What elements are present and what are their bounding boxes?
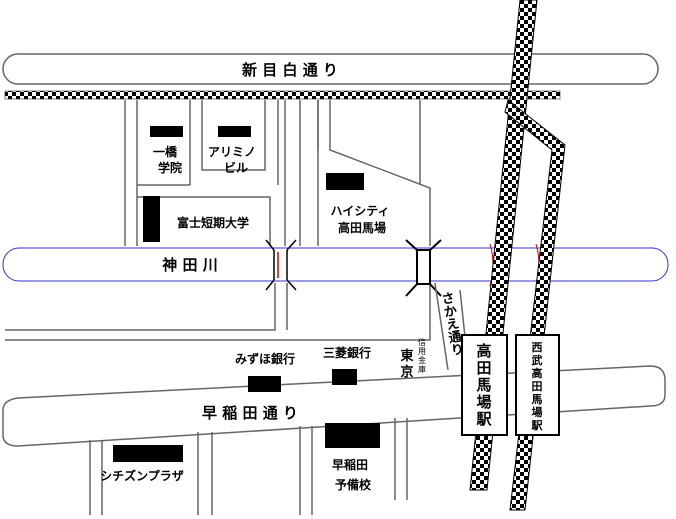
seibu-takadanobaba-station-box[interactable] (515, 334, 560, 436)
svg-text:馬: 馬 (476, 376, 491, 394)
svg-text:庫: 庫 (418, 364, 426, 374)
svg-text:田: 田 (532, 380, 543, 393)
mizuho-building (248, 376, 281, 392)
svg-text:武: 武 (532, 353, 543, 367)
svg-text:場: 場 (532, 405, 543, 419)
takadanobaba-station-label: 高 田 馬 場 駅 (475, 342, 492, 428)
side-streets (5, 100, 431, 341)
yobiko-label-1: 早稲田 (332, 457, 368, 472)
waseda-road-label: 早 稲 田 通 り (202, 404, 298, 422)
arimino-label-2: ビル (224, 160, 248, 175)
arimino-label-1: アリミノ (208, 145, 256, 159)
tokyo-shinyo-label-2: 京 (400, 364, 413, 380)
yobiko-label-2: 予備校 (335, 477, 372, 492)
svg-text:西: 西 (532, 341, 543, 354)
svg-text:金: 金 (418, 355, 426, 365)
mizuho-label: みずほ銀行 (235, 351, 295, 366)
svg-text:高: 高 (532, 366, 543, 380)
svg-text:用: 用 (418, 347, 426, 356)
bridge-west (265, 239, 297, 291)
shin-mejiro-road-label: 新 目 白 通 り (242, 61, 338, 79)
lower-streets (89, 282, 469, 515)
yobiko-building (325, 423, 380, 448)
bridge-center (405, 239, 442, 297)
highcity-label-1: ハイシティ (330, 204, 389, 218)
shin-mejiro-road (2, 53, 659, 85)
ichikyo-label-2: 学院 (158, 160, 182, 175)
fuji-college-building (143, 196, 160, 242)
svg-text:田: 田 (476, 359, 491, 377)
svg-text:駅: 駅 (475, 410, 492, 428)
ichikyo-label-1: 一橋 (153, 144, 178, 159)
svg-text:高: 高 (476, 342, 491, 360)
seibu-station-label: 西 武 高 田 馬 場 駅 (531, 341, 543, 432)
highcity-label-2: 高田馬場 (338, 220, 386, 235)
kanda-river-label: 神 田 川 (162, 256, 217, 274)
tokyo-shinyo-small: 信 用 金 庫 (418, 337, 426, 374)
fuji-college-label: 富士短期大学 (177, 215, 249, 230)
arimino-building (218, 126, 251, 137)
highcity-building (326, 173, 364, 190)
svg-text:馬: 馬 (532, 393, 543, 406)
ichikyo-building (150, 126, 183, 137)
svg-text:信: 信 (418, 337, 426, 347)
mitsubishi-building (332, 369, 357, 385)
svg-text:駅: 駅 (531, 419, 543, 432)
rail-line-horizontal (4, 90, 561, 100)
seibu-track (504, 99, 566, 511)
tokyo-shinyo-label-1: 東 (400, 348, 413, 364)
mitsubishi-label: 三菱銀行 (323, 345, 371, 360)
takadanobaba-station-box[interactable] (461, 334, 508, 436)
svg-text:場: 場 (476, 393, 491, 411)
kanda-river (2, 247, 669, 282)
citizen-plaza-label: シチズンプラザ (100, 468, 184, 483)
citizen-plaza-building (113, 445, 183, 462)
